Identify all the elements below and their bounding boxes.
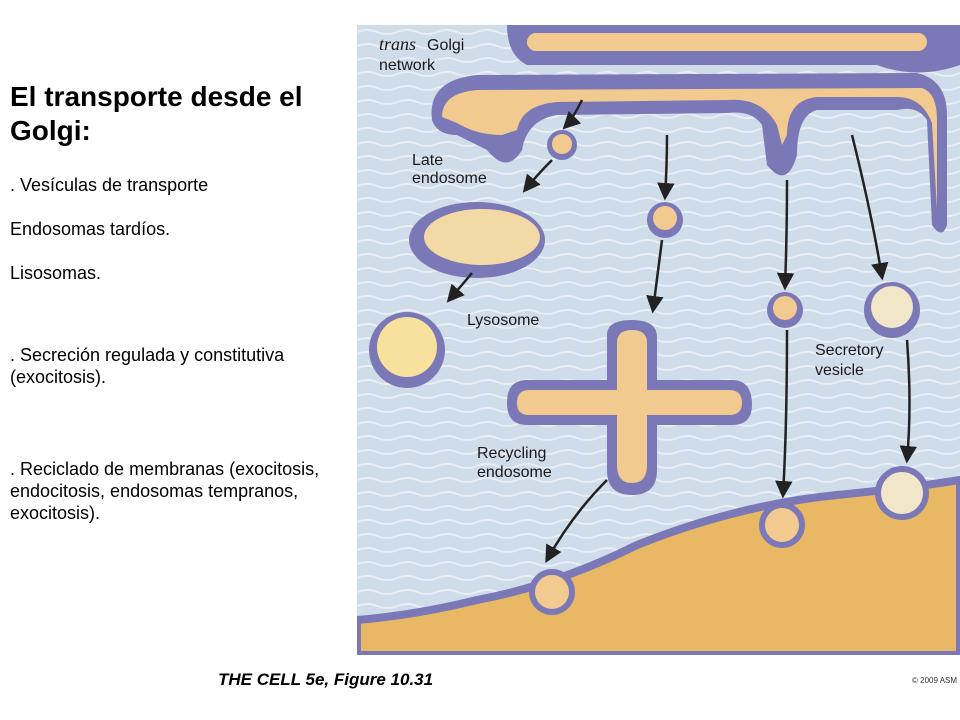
copyright-notice: © 2009 ASM: [912, 676, 958, 685]
label-late: Late: [412, 152, 443, 169]
label-trans: trans: [379, 34, 416, 54]
arrow-tgn-to-recycling-vesicle: [657, 134, 675, 201]
arrow-tgn-to-vesicle: [562, 99, 584, 130]
label-recycling-endosome: endosome: [477, 464, 552, 481]
figure-caption: THE CELL 5e, Figure 10.31: [218, 670, 434, 689]
tgn-lumen: [442, 88, 937, 210]
transport-arrows: [446, 99, 917, 564]
lysosome-lumen: [377, 317, 437, 377]
trans-golgi-network: [431, 73, 947, 233]
bullet-secretion: . Secreción regulada y constitutiva (exo…: [10, 345, 285, 387]
exocytosis-site-middle: [759, 502, 805, 548]
bullet-lysosomes: Lisosomas.: [10, 263, 102, 283]
arrow-tgn-to-secretory: [850, 134, 889, 281]
arrow-secretory-to-membrane: [899, 339, 917, 464]
label-lysosome: Lysosome: [467, 312, 539, 329]
arrow-recycling-to-membrane: [545, 479, 608, 564]
exocytosis-site-left: [529, 569, 575, 615]
label-recycling: Recycling: [477, 445, 546, 462]
label-golgi: Golgi: [427, 37, 464, 54]
slide-text: El transporte desde el Golgi: . Vesícula…: [10, 80, 330, 523]
arrow-tgn-to-constitutive: [776, 179, 795, 291]
label-vesicle: vesicle: [815, 362, 864, 379]
golgi-lumen-top: [527, 33, 927, 51]
slide-title: El transporte desde el Golgi:: [10, 81, 303, 146]
label-endosome: endosome: [412, 170, 487, 187]
arrow-constitutive-to-membrane: [775, 329, 793, 499]
recycling-endosome-lumen: [517, 330, 742, 483]
bullet-late-endosomes: Endosomas tardíos.: [10, 219, 171, 239]
arrow-vesicle-to-recycling-endosome: [646, 239, 664, 314]
label-network: network: [379, 57, 436, 74]
late-endosome-lumen: [424, 209, 540, 265]
arrow-late-endosome-to-lysosome: [446, 272, 473, 303]
exocytosis-site-right: [875, 466, 929, 520]
label-secretory: Secretory: [815, 342, 883, 359]
arrow-vesicle-to-late-endosome: [522, 159, 553, 193]
bullet-transport-vesicles: . Vesículas de transporte: [10, 175, 209, 195]
bullet-membrane-recycling: . Reciclado de membranas (exocitosis, en…: [10, 459, 320, 523]
golgi-transport-figure: trans Golgi network Late endosome Lysoso…: [357, 25, 960, 655]
